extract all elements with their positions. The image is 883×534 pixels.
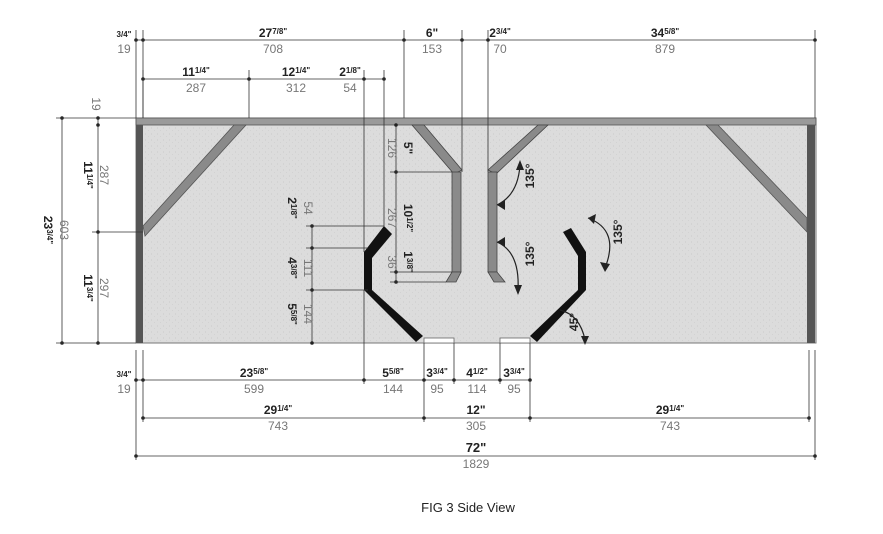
svg-text:36: 36 — [385, 255, 399, 269]
svg-text:23/4": 23/4" — [489, 26, 511, 40]
svg-text:95: 95 — [430, 382, 444, 396]
svg-text:41/2": 41/2" — [466, 366, 488, 380]
svg-text:144: 144 — [301, 304, 315, 324]
svg-text:21/8": 21/8" — [339, 65, 361, 79]
svg-text:54: 54 — [301, 201, 315, 215]
svg-text:305: 305 — [466, 419, 486, 433]
svg-text:121/4": 121/4" — [282, 65, 310, 79]
left-end-board — [136, 125, 143, 343]
dim-overall: 72" 1829 — [463, 440, 490, 471]
svg-text:6": 6" — [426, 26, 438, 40]
dim-left: 19 111/4" 287 233/4" 603 113/4" 297 — [41, 97, 111, 302]
dim-inner-left: 21/8" 54 43/8" 111 55/8" 144 — [285, 197, 315, 325]
svg-text:12": 12" — [466, 403, 485, 417]
dimension-lines — [56, 30, 817, 460]
svg-text:111: 111 — [301, 259, 315, 278]
svg-text:72": 72" — [466, 440, 487, 455]
svg-text:879: 879 — [655, 42, 675, 56]
svg-text:95: 95 — [507, 382, 521, 396]
svg-text:345/8": 345/8" — [651, 26, 679, 40]
horn-right-wall — [578, 252, 586, 290]
svg-text:287: 287 — [97, 165, 111, 185]
svg-text:287: 287 — [186, 81, 206, 95]
svg-text:113/4": 113/4" — [81, 274, 95, 302]
svg-text:1829: 1829 — [463, 457, 490, 471]
horn-left-upper — [364, 226, 392, 258]
throat-boards — [411, 124, 550, 283]
angle-label-3: 135° — [611, 219, 625, 244]
svg-text:33/4": 33/4" — [426, 366, 448, 380]
throat-left-wall — [451, 171, 462, 273]
svg-text:70: 70 — [493, 42, 507, 56]
svg-text:114: 114 — [467, 382, 486, 396]
corner-braces — [142, 124, 808, 237]
horn-left-lower — [364, 290, 423, 342]
svg-text:144: 144 — [383, 382, 403, 396]
right-end-board — [807, 125, 815, 343]
svg-text:153: 153 — [422, 42, 442, 56]
svg-text:111/4": 111/4" — [81, 161, 95, 189]
svg-text:743: 743 — [660, 419, 680, 433]
angle-label-4: 45° — [567, 313, 581, 331]
svg-text:267: 267 — [385, 208, 399, 228]
dim-top-row1: 3/4" 19 277/8" 708 6" 153 23/4" 70 345/8… — [117, 26, 680, 56]
dimension-tick — [394, 123, 398, 127]
dim-bottom-row2: 291/4" 743 12" 305 291/4" 743 — [264, 403, 684, 433]
svg-text:233/4": 233/4" — [41, 216, 55, 244]
svg-text:126: 126 — [385, 138, 399, 158]
horn-right-upper — [563, 228, 586, 256]
figure-caption: FIG 3 Side View — [421, 500, 515, 515]
angle-label-1: 135° — [523, 163, 537, 188]
svg-text:312: 312 — [286, 81, 306, 95]
svg-text:54: 54 — [343, 81, 357, 95]
horn-boards — [364, 226, 586, 342]
dim-top-row2: 111/4" 287 121/4" 312 21/8" 54 — [182, 65, 361, 95]
svg-text:19: 19 — [89, 97, 103, 111]
right-brace — [705, 124, 808, 234]
svg-text:5": 5" — [401, 142, 415, 154]
angle-arrowheads — [497, 160, 610, 345]
svg-text:101/2": 101/2" — [401, 204, 415, 232]
svg-text:19: 19 — [117, 382, 131, 396]
svg-text:19: 19 — [117, 42, 131, 56]
svg-text:708: 708 — [263, 42, 283, 56]
left-brace — [142, 124, 247, 237]
top-board — [135, 117, 817, 126]
dimension-tick — [96, 123, 100, 127]
dimension-tick — [310, 341, 314, 345]
svg-text:277/8": 277/8" — [259, 26, 287, 40]
svg-text:111/4": 111/4" — [182, 65, 210, 79]
svg-text:599: 599 — [244, 382, 264, 396]
dim-bottom-row1: 3/4" 19 235/8" 599 55/8" 144 33/4" 95 41… — [117, 366, 525, 396]
svg-text:13/8": 13/8" — [401, 251, 415, 273]
svg-text:235/8": 235/8" — [240, 366, 268, 380]
svg-text:603: 603 — [57, 220, 71, 240]
cabinet-panel — [135, 117, 817, 344]
svg-text:297: 297 — [97, 278, 111, 298]
svg-text:743: 743 — [268, 419, 288, 433]
svg-text:3/4": 3/4" — [117, 30, 132, 39]
svg-text:33/4": 33/4" — [503, 366, 525, 380]
svg-text:291/4": 291/4" — [656, 403, 684, 417]
throat-right-wall — [487, 171, 498, 273]
svg-text:55/8": 55/8" — [285, 303, 299, 325]
svg-text:21/8": 21/8" — [285, 197, 299, 219]
svg-text:3/4": 3/4" — [117, 370, 132, 379]
svg-text:43/8": 43/8" — [285, 257, 299, 279]
dim-inner-center: 5" 126 101/2" 267 13/8" 36 — [385, 138, 415, 273]
throat-left-foot — [445, 271, 462, 283]
throat-right-foot — [487, 271, 506, 283]
svg-text:291/4": 291/4" — [264, 403, 292, 417]
bottom-feet — [423, 337, 531, 344]
angle-label-2: 135° — [523, 241, 537, 266]
horn-right-lower — [530, 290, 586, 342]
svg-text:55/8": 55/8" — [382, 366, 404, 380]
horn-left-wall — [364, 252, 372, 290]
